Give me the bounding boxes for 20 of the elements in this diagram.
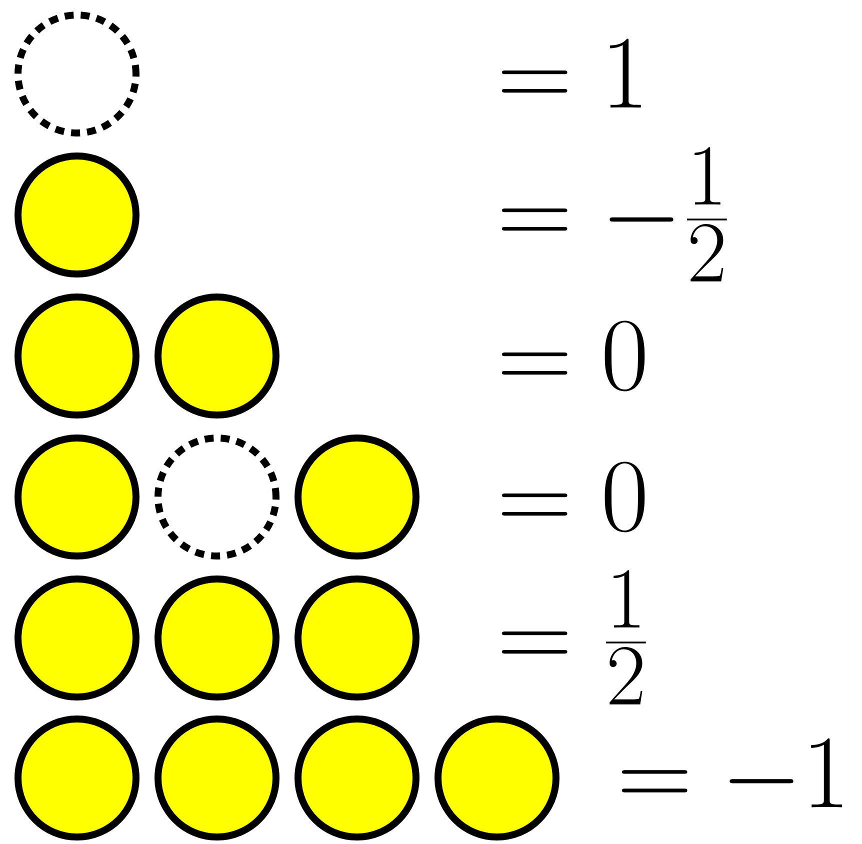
filled-circle xyxy=(434,716,560,840)
filled-circle xyxy=(14,576,140,700)
formula: $= \frac{1}{2}$ xyxy=(502,570,646,704)
filled-circle xyxy=(294,434,420,560)
filled-circle xyxy=(14,294,140,418)
formula: $= 0$ xyxy=(502,462,645,532)
filled-circle xyxy=(14,152,140,278)
filled-circle xyxy=(14,434,140,560)
filled-circle xyxy=(154,576,280,700)
formula: $= 0$ xyxy=(502,320,645,392)
filled-circle xyxy=(294,716,420,840)
filled-circle xyxy=(154,294,280,418)
formula: $= 1$ xyxy=(502,38,641,108)
dashed-circle xyxy=(154,434,280,560)
filled-circle xyxy=(154,716,280,840)
filled-circle xyxy=(294,576,420,700)
formula: $= -\frac{1}{2}$ xyxy=(502,147,727,282)
dashed-circle xyxy=(14,12,140,136)
filled-circle xyxy=(14,716,140,840)
formula: $= -1$ xyxy=(622,738,842,808)
